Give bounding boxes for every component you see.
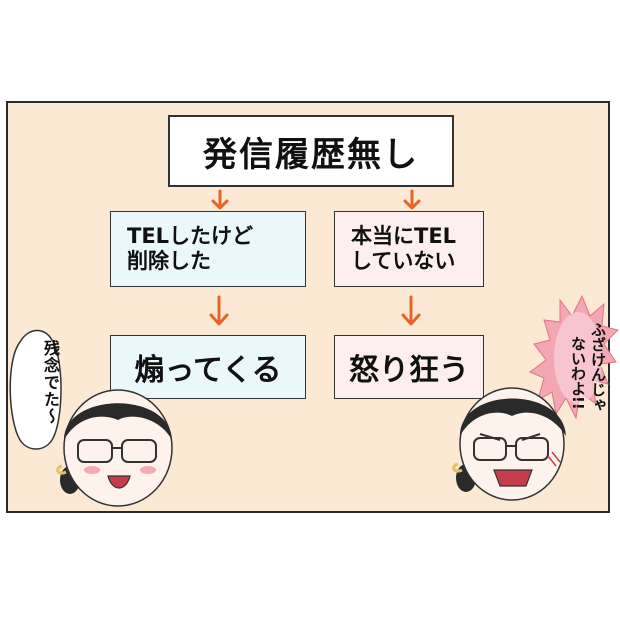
right-result-box: 怒り狂う	[334, 335, 484, 399]
arrow-down-icon	[403, 189, 421, 210]
speech-right-line2: ないわよ!!	[569, 336, 587, 410]
arrow-down-icon	[209, 295, 229, 326]
right-result-text: 怒り狂う	[349, 353, 469, 388]
left-result-text: 煽ってくる	[134, 353, 282, 388]
title-box: 発信履歴無し	[168, 115, 454, 187]
speech-right-line1: ふざけんじゃ	[589, 322, 607, 412]
speech-left-text: 残念でた〜	[41, 340, 60, 425]
left-result-box: 煽ってくる	[110, 335, 306, 399]
left-condition-text: TELしたけど 削除した	[127, 224, 254, 273]
right-condition-text: 本当にTEL していない	[351, 224, 457, 273]
title-text: 発信履歴無し	[203, 134, 419, 175]
arrow-down-icon	[401, 295, 421, 326]
left-condition-box: TELしたけど 削除した	[110, 211, 306, 287]
arrow-down-icon	[211, 189, 229, 210]
right-condition-box: 本当にTEL していない	[334, 211, 484, 287]
